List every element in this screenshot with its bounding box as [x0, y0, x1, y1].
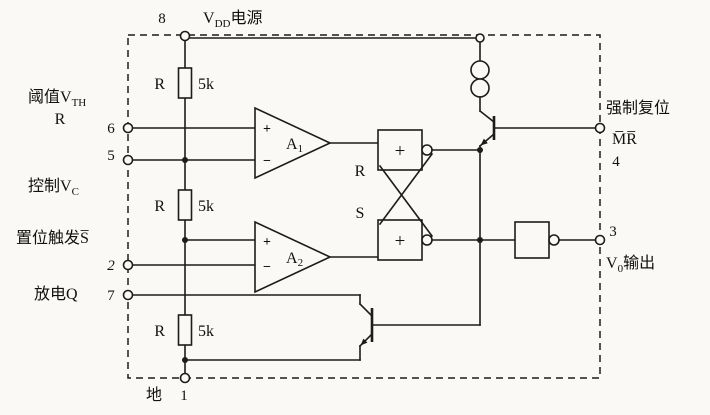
discharge-transistor: [358, 294, 481, 361]
ground-label: 地: [146, 386, 162, 404]
pin-4-label: 4: [612, 154, 620, 170]
r1-value: 5k: [198, 76, 214, 93]
resistor-r1: [177, 67, 193, 99]
comparator-a2: [254, 220, 379, 294]
ff-s-label: S: [356, 205, 365, 222]
pin-1-label: 1: [180, 388, 188, 404]
r1-name: R: [154, 76, 165, 93]
pin-2-label: 2: [107, 258, 115, 274]
trigger-label: 置位触发S̅: [16, 229, 90, 247]
resistor-r3: [177, 314, 193, 346]
threshold-r-label: R: [55, 111, 66, 128]
junction-dot: [182, 157, 188, 163]
junction-dot: [182, 237, 188, 243]
pin-8-label: 8: [158, 11, 166, 27]
ff-gate-r: [377, 129, 481, 171]
pin-7-terminal: [122, 289, 134, 301]
rail-terminal: [475, 33, 485, 43]
ff-cross-coupling: [378, 152, 434, 238]
pin-3-label: 3: [609, 224, 617, 240]
ff-gate-s: [377, 219, 516, 261]
output-label: V0输出: [606, 254, 655, 275]
pin-2-terminal: [122, 259, 134, 271]
pin-6-terminal: [122, 122, 134, 134]
pin-3-terminal: [594, 234, 606, 246]
r2-value: 5k: [198, 198, 214, 215]
control-label: 控制VC: [28, 177, 79, 198]
r3-value: 5k: [198, 323, 214, 340]
pin-5-terminal: [122, 154, 134, 166]
current-source: [470, 60, 490, 112]
vdd-label: VDD电源: [203, 9, 262, 30]
junction-dot: [182, 357, 188, 363]
a2-minus-sign: −: [263, 260, 271, 275]
a1-label: A1: [286, 136, 303, 155]
vdd-rail: [184, 37, 481, 62]
resistor-r2: [177, 189, 193, 221]
pin-4-terminal: [594, 122, 606, 134]
ff-gate-r-bubble: [421, 144, 433, 156]
emitter-arrow: [480, 138, 488, 146]
a1-minus-sign: −: [263, 154, 271, 169]
ic-dashed-border: [127, 34, 601, 379]
gate-r-plus-symbol: +: [395, 141, 406, 162]
pin-1-terminal: [179, 372, 191, 384]
ff-gate-s-bubble: [421, 234, 433, 246]
pin-8-terminal: [179, 30, 191, 42]
a2-plus-sign: +: [263, 235, 271, 250]
reset-transistor: [478, 109, 601, 326]
a1-plus-sign: +: [263, 122, 271, 137]
threshold-label: 阈值VTH: [28, 88, 86, 109]
force-reset-label: 强制复位: [606, 99, 670, 117]
pin-6-label: 6: [107, 121, 115, 137]
r3-name: R: [154, 323, 165, 340]
discharge-label: 放电Q: [34, 285, 78, 303]
pin-7-label: 7: [107, 288, 115, 304]
ff-r-label: R: [355, 163, 366, 180]
mr-label: M̅R̅: [612, 130, 637, 148]
comparator-a1: [254, 106, 379, 180]
output-inverter-bubble: [548, 234, 560, 246]
r2-name: R: [154, 198, 165, 215]
a2-label: A2: [286, 250, 303, 269]
junction-dot: [477, 147, 483, 153]
gate-s-plus-symbol: +: [395, 231, 406, 252]
output-inverter: [514, 221, 601, 259]
pin-5-label: 5: [107, 148, 115, 164]
junction-dot: [477, 237, 483, 243]
emitter-arrow: [360, 338, 368, 346]
